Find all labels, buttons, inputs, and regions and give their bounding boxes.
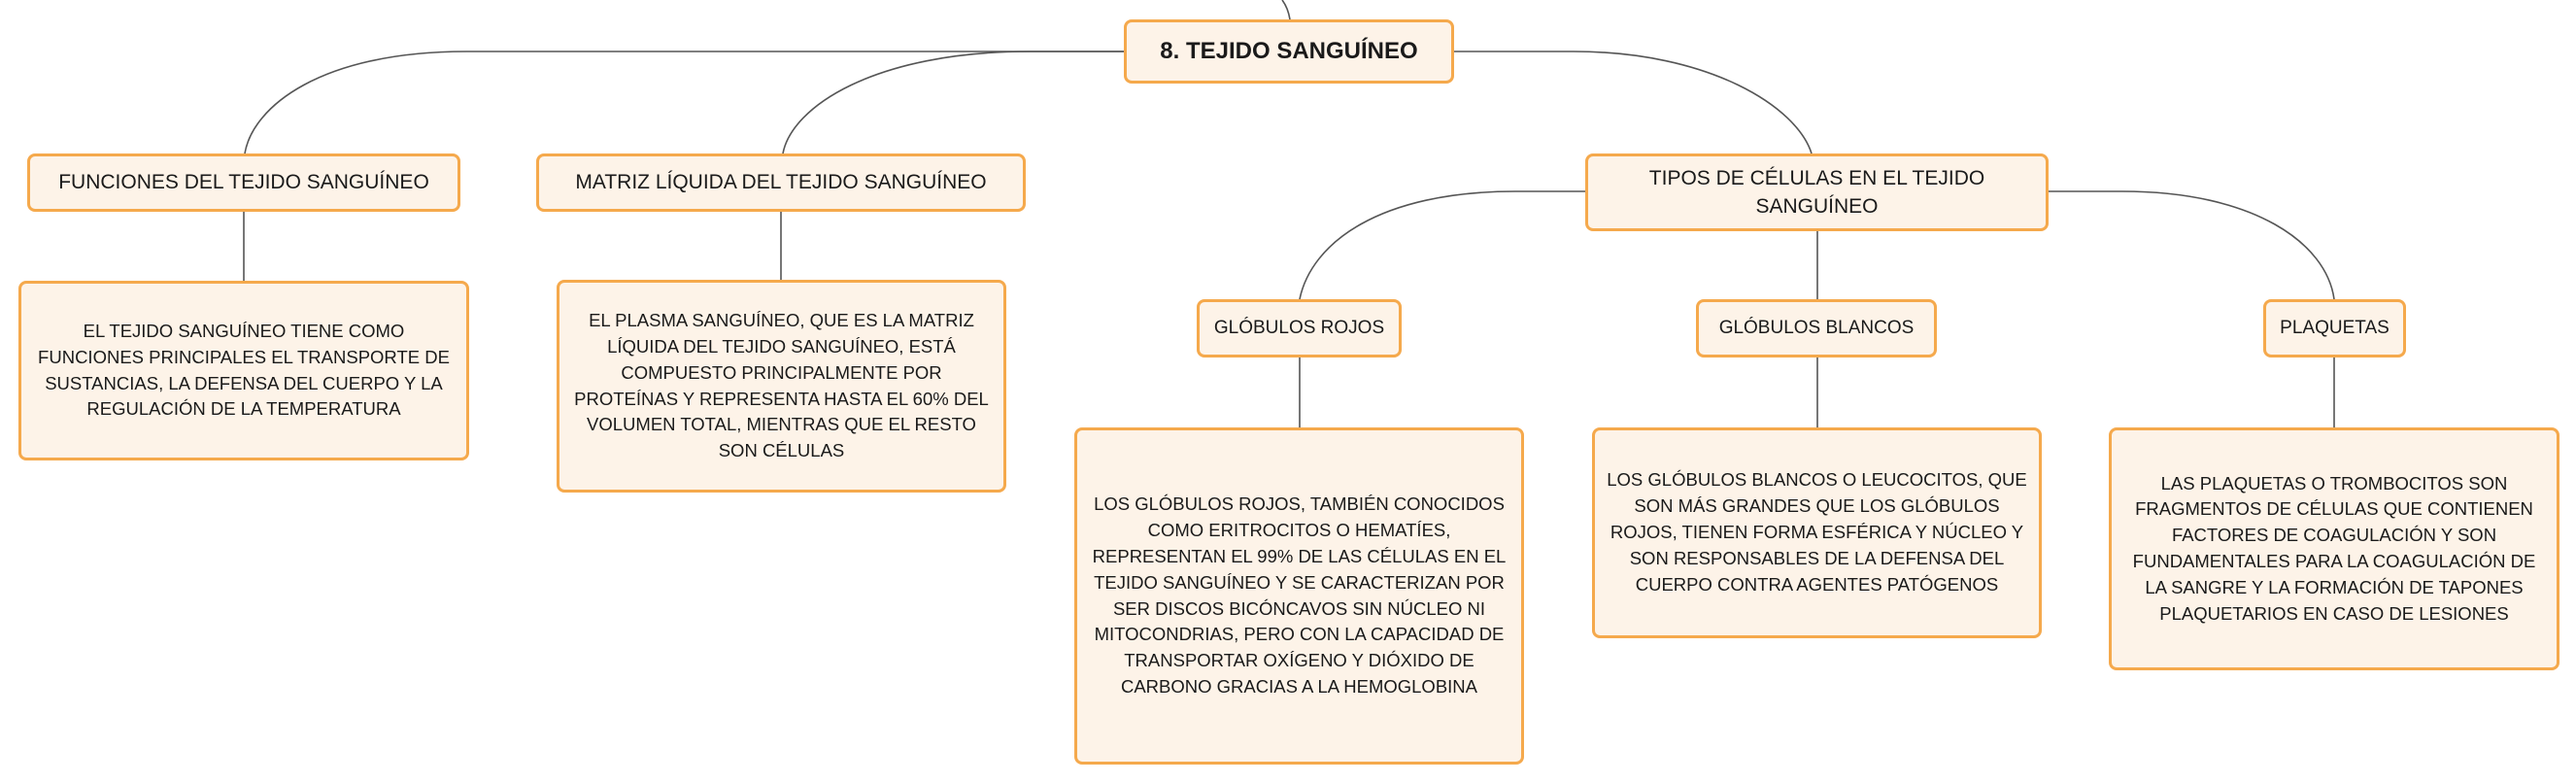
node-globulos-rojos[interactable]: GLÓBULOS ROJOS: [1197, 299, 1402, 357]
node-globulos-blancos[interactable]: GLÓBULOS BLANCOS: [1696, 299, 1937, 357]
connector-root-parent: [1281, 0, 1291, 20]
detail-matriz-liquida: EL PLASMA SANGUÍNEO, QUE ES LA MATRIZ LÍ…: [557, 280, 1006, 493]
connector-root-tipos: [1452, 51, 1813, 154]
connector-tipos-rojos: [1299, 190, 1588, 300]
detail-globulos-rojos: LOS GLÓBULOS ROJOS, TAMBIÉN CONOCIDOS CO…: [1074, 427, 1524, 765]
connector-tipos-plaquetas: [2045, 190, 2335, 300]
detail-funciones: EL TEJIDO SANGUÍNEO TIENE COMO FUNCIONES…: [18, 281, 469, 460]
connector-root-funciones: [244, 51, 1127, 154]
root-node-tejido-sanguineo[interactable]: 8. TEJIDO SANGUÍNEO: [1124, 19, 1454, 84]
detail-globulos-blancos: LOS GLÓBULOS BLANCOS O LEUCOCITOS, QUE S…: [1592, 427, 2042, 638]
node-matriz-liquida[interactable]: MATRIZ LÍQUIDA DEL TEJIDO SANGUÍNEO: [536, 153, 1026, 212]
detail-plaquetas: LAS PLAQUETAS O TROMBOCITOS SON FRAGMENT…: [2109, 427, 2559, 670]
node-plaquetas[interactable]: PLAQUETAS: [2263, 299, 2406, 357]
node-funciones[interactable]: FUNCIONES DEL TEJIDO SANGUÍNEO: [27, 153, 460, 212]
node-tipos-celulas[interactable]: TIPOS DE CÉLULAS EN EL TEJIDO SANGUÍNEO: [1585, 153, 2049, 231]
connector-root-matriz: [782, 51, 1127, 154]
